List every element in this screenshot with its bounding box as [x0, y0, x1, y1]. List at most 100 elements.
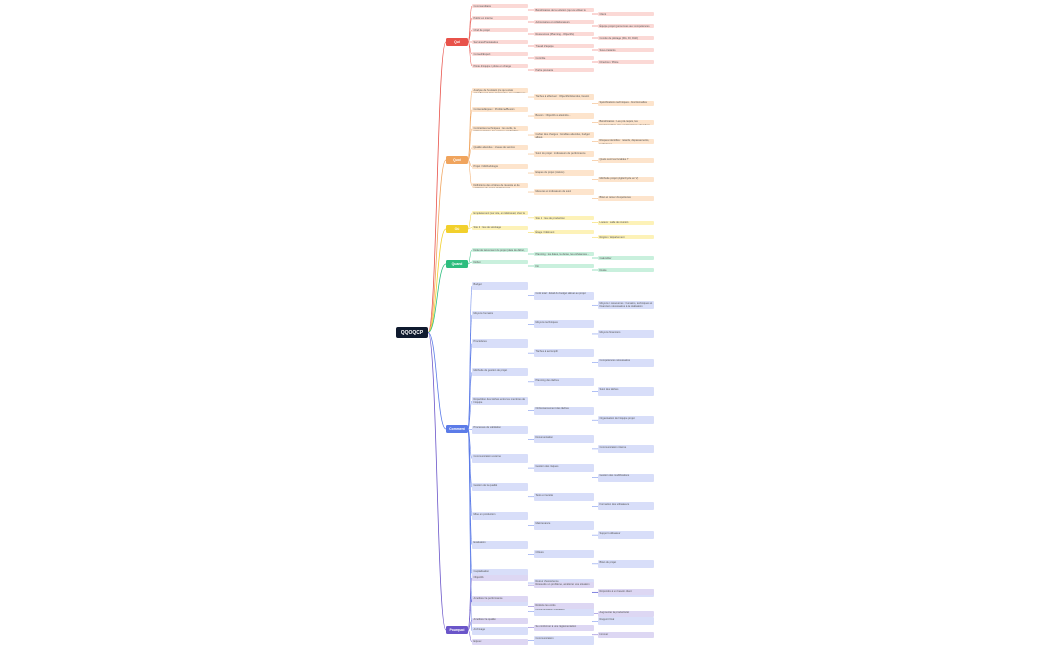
- qui-node[interactable]: Chef de projet: [472, 28, 528, 32]
- comment-node[interactable]: Gestion des risques: [534, 464, 594, 473]
- quoi-node[interactable]: Définitions des critères de réussite et …: [472, 183, 528, 189]
- comment-node[interactable]: Méthode de gestion de projet: [472, 368, 528, 377]
- quoi-node[interactable]: Bénéficiaires : Les pré-requis, les fonc…: [598, 119, 654, 126]
- comment-node[interactable]: Support utilisateur: [598, 531, 654, 540]
- comment-node[interactable]: Processus de validation: [472, 425, 528, 434]
- ou-node[interactable]: Étage / bâtiment: [534, 230, 594, 235]
- quand-node[interactable]: Durée: [598, 268, 654, 272]
- qui-node[interactable]: Sous-traitants: [598, 48, 654, 52]
- comment-node[interactable]: Documentation utilisateur: [534, 607, 594, 616]
- qui-node[interactable]: Contrôle: [534, 56, 594, 60]
- pourquoi-node[interactable]: Augmenter la productivité: [598, 610, 654, 617]
- comment-node[interactable]: Tâches à accomplir: [534, 349, 594, 358]
- comment-node[interactable]: Coût total : détail du budget alloué au …: [534, 291, 594, 300]
- comment-node[interactable]: Suivi des tâches: [598, 387, 654, 396]
- comment-node[interactable]: Communication: [534, 636, 594, 645]
- comment-node[interactable]: Clôture: [534, 550, 594, 559]
- comment-node[interactable]: Moyens techniques: [534, 320, 594, 329]
- quoi-node[interactable]: Besoin : Objectifs à atteindre...: [534, 113, 594, 119]
- branch-pourquoi[interactable]: Pourquoi: [446, 626, 468, 634]
- quoi-node[interactable]: Spécifications techniques - fonctionnell…: [598, 100, 654, 107]
- ou-node[interactable]: Locaux : salle de réunion: [598, 220, 654, 225]
- quoi-node[interactable]: Contraintes techniques : les outils, la …: [472, 126, 528, 132]
- comment-node[interactable]: Procédures: [472, 339, 528, 348]
- quand-node[interactable]: Calendrier: [598, 256, 654, 260]
- qui-node[interactable]: Équipe projet (personnes aux compétences…: [598, 24, 654, 28]
- branch-comment[interactable]: Comment: [446, 425, 468, 433]
- branch-quoi[interactable]: Quoi: [446, 156, 468, 164]
- quoi-node[interactable]: Cahier des charges : livrables attendus,…: [534, 132, 594, 138]
- comment-node[interactable]: Planning des tâches: [534, 377, 594, 386]
- pourquoi-node[interactable]: Réduire les coûts: [534, 603, 594, 610]
- comment-node[interactable]: Bilan du projet: [598, 559, 654, 568]
- quoi-node[interactable]: Contexte/Enjeux : Problème/Besoin: [472, 107, 528, 113]
- pourquoi-node[interactable]: Objectifs: [472, 575, 528, 582]
- qui-node[interactable]: Client: [598, 12, 654, 16]
- qui-node[interactable]: Comité de pilotage (DG, DI, DAF): [598, 36, 654, 40]
- qui-node[interactable]: Conseil/Expert: [472, 52, 528, 56]
- quand-node[interactable]: Début: [472, 260, 528, 264]
- pourquoi-node[interactable]: Innover: [598, 631, 654, 638]
- pourquoi-node[interactable]: Enjeux: [472, 638, 528, 645]
- quoi-node[interactable]: Qualité attendue : niveau de service: [472, 145, 528, 151]
- qui-node[interactable]: Ressources (Planning - Objectifs): [534, 32, 594, 36]
- pourquoi-node[interactable]: Se conformer à une réglementation: [534, 624, 594, 631]
- comment-node[interactable]: Gestion de la qualité: [472, 483, 528, 492]
- quoi-node[interactable]: Projet / Méthodologie: [472, 164, 528, 170]
- qui-node[interactable]: Direction / Pilote: [598, 60, 654, 64]
- quand-node[interactable]: Fin: [534, 264, 594, 268]
- comment-node[interactable]: Répartition des tâches entre les membres…: [472, 396, 528, 406]
- qui-node[interactable]: Services/Prestataires: [472, 40, 528, 44]
- comment-node[interactable]: Organisation de l'équipe projet: [598, 416, 654, 425]
- comment-node[interactable]: Moyens / ressources : humains, technique…: [598, 301, 654, 310]
- pourquoi-node[interactable]: Résoudre un problème, améliorer une situ…: [534, 582, 594, 589]
- comment-node[interactable]: Communication externe: [472, 454, 528, 463]
- branch-ou[interactable]: Où: [446, 225, 468, 233]
- comment-node[interactable]: Capitalisation: [472, 569, 528, 578]
- comment-node[interactable]: Archivage: [472, 626, 528, 635]
- qui-node[interactable]: Partie prenante: [534, 68, 594, 72]
- quoi-node[interactable]: Mesures et indicateurs de suivi: [534, 189, 594, 195]
- quoi-node[interactable]: Risques identifiés : retards, dépassemen…: [598, 138, 654, 145]
- comment-node[interactable]: Compétences nécessaires: [598, 358, 654, 367]
- ou-node[interactable]: Région / département: [598, 235, 654, 240]
- quoi-node[interactable]: Bilan et retour d'expérience: [598, 195, 654, 202]
- quoi-node[interactable]: Tâches à effectuer : Objectifs/Attendus,…: [534, 94, 594, 100]
- quoi-node[interactable]: Analyse de l'existant (ce qui existe act…: [472, 88, 528, 94]
- ou-node[interactable]: Site 2 : lieu de stockage: [472, 225, 528, 230]
- qui-node[interactable]: Travail d'équipe: [534, 44, 594, 48]
- qui-node[interactable]: Public en interne: [472, 16, 528, 20]
- comment-node[interactable]: Maintenance: [534, 521, 594, 530]
- quoi-node[interactable]: Quels sont les livrables ?: [598, 157, 654, 164]
- comment-node[interactable]: Tests et recette: [534, 492, 594, 501]
- comment-node[interactable]: Documentation: [534, 435, 594, 444]
- comment-node[interactable]: Moyens humains: [472, 310, 528, 319]
- quand-node[interactable]: Planning : les dates, la durée, les éché…: [534, 252, 594, 256]
- pourquoi-node[interactable]: Améliorer la performance: [472, 596, 528, 603]
- comment-node[interactable]: Budget: [472, 282, 528, 291]
- branch-qui[interactable]: Qui: [446, 38, 468, 46]
- ou-node[interactable]: Emplacement (sur site, en télétravail, c…: [472, 211, 528, 216]
- qui-node[interactable]: Commanditaire: [472, 4, 528, 8]
- pourquoi-node[interactable]: Répondre à un besoin client: [598, 589, 654, 596]
- comment-node[interactable]: Ordonnancement des tâches: [534, 406, 594, 415]
- pourquoi-node[interactable]: Améliorer la qualité: [472, 617, 528, 624]
- quoi-node[interactable]: Suivi du projet : indicateurs de perform…: [534, 151, 594, 157]
- comment-node[interactable]: Formation des utilisateurs: [598, 502, 654, 511]
- comment-node[interactable]: Mise en production: [472, 511, 528, 521]
- quoi-node[interactable]: Etapes du projet (Jalons): [534, 170, 594, 176]
- quand-node[interactable]: Délai de lancement du projet (date de dé…: [472, 248, 528, 252]
- comment-node[interactable]: Moyens financiers: [598, 329, 654, 339]
- qui-node[interactable]: Actionnaires et collaborateurs: [534, 20, 594, 24]
- root-node[interactable]: QQOQCP: [396, 327, 428, 338]
- ou-node[interactable]: Site 1 : lieu de production: [534, 215, 594, 220]
- comment-node[interactable]: Gestion des modifications: [598, 473, 654, 482]
- qui-node[interactable]: Pilote d'équipe / pilote en charge: [472, 64, 528, 68]
- comment-node[interactable]: Rapport final: [598, 617, 654, 626]
- comment-node[interactable]: Évaluation: [472, 540, 528, 549]
- quoi-node[interactable]: Méthode projet (Agile/Cycle en V): [598, 176, 654, 183]
- qui-node[interactable]: Bénéficiaires de la solution (qui va uti…: [534, 8, 594, 12]
- branch-quand[interactable]: Quand: [446, 260, 468, 268]
- comment-node[interactable]: Communication interne: [598, 444, 654, 453]
